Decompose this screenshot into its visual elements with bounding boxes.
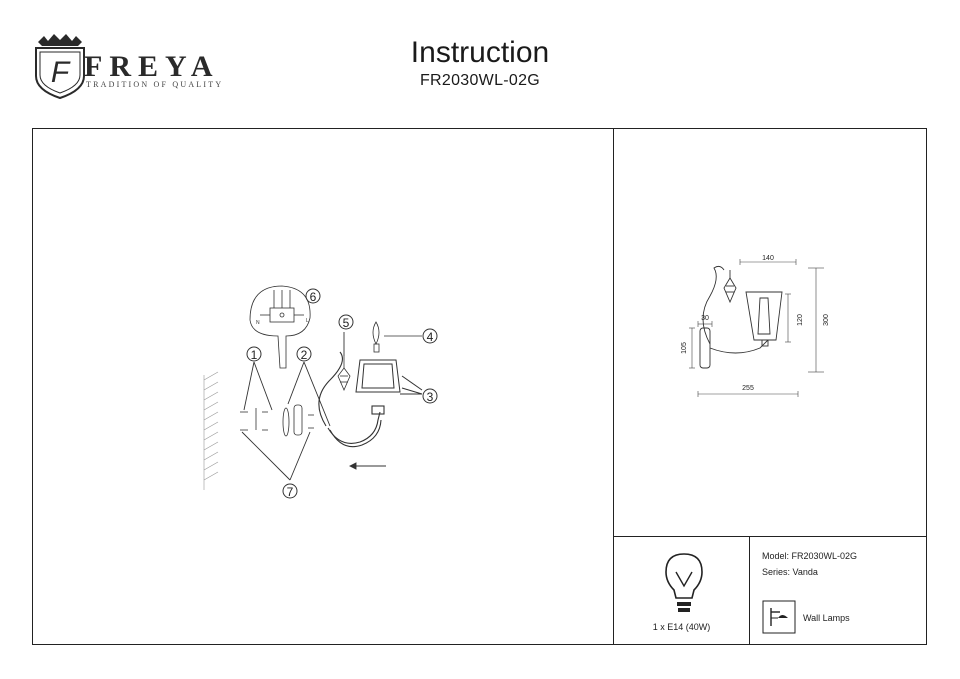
wiring-label-l: L	[306, 318, 309, 324]
brand-tagline: TRADITION OF QUALITY	[86, 80, 224, 89]
dim-width-total: 255	[742, 385, 754, 392]
crystal-pendant	[337, 356, 351, 392]
svg-text:F: F	[51, 56, 71, 89]
dimension-drawing: 140 120 300 30 105 255	[681, 255, 830, 397]
lamp-arm	[318, 351, 385, 448]
dim-width-top: 140	[762, 255, 774, 262]
wiring-detail	[249, 285, 311, 369]
bulb-spec: 1 x E14 (40W)	[652, 622, 711, 632]
frame-divider-horizontal	[613, 536, 927, 537]
assembly-diagram: L N 1 2 3 4 5 6 7	[203, 285, 438, 499]
series-spec: Series: Vanda	[762, 567, 818, 577]
dim-height-base: 105	[681, 342, 688, 354]
callout-3: 3	[427, 390, 434, 404]
dim-height-shade: 120	[797, 314, 804, 326]
bulb-icon	[665, 553, 703, 612]
callout-1: 1	[251, 348, 258, 362]
frame-divider-vertical	[613, 128, 614, 645]
callout-4: 4	[427, 330, 434, 344]
dimension-lines	[689, 259, 824, 397]
callout-7: 7	[287, 485, 294, 499]
callout-leaders	[241, 332, 422, 481]
brand-name: FREYA	[84, 50, 220, 83]
spec-divider	[749, 536, 750, 645]
wiring-label-n: N	[256, 320, 260, 326]
callout-6: 6	[310, 290, 317, 304]
category-spec: Wall Lamps	[803, 613, 850, 623]
dim-depth-base: 30	[701, 315, 709, 322]
drawing-frame	[32, 128, 927, 645]
candle-bulb	[372, 321, 422, 353]
brand-logo: F	[30, 32, 230, 102]
mounting-plate	[282, 404, 314, 437]
lamp-profile	[699, 265, 783, 369]
page-title: Instruction	[410, 36, 550, 69]
callout-markers	[246, 288, 438, 499]
model-code: FR2030WL-02G	[419, 72, 541, 89]
callout-2: 2	[301, 348, 308, 362]
callout-5: 5	[343, 316, 350, 330]
lamp-shade	[355, 359, 423, 395]
crown-shield-icon: F	[35, 34, 85, 100]
screws	[240, 408, 268, 431]
model-spec: Model: FR2030WL-02G	[762, 551, 858, 561]
wall-hatching	[203, 371, 219, 490]
wall-lamp-icon	[762, 600, 796, 634]
dim-height-total: 300	[823, 314, 830, 326]
